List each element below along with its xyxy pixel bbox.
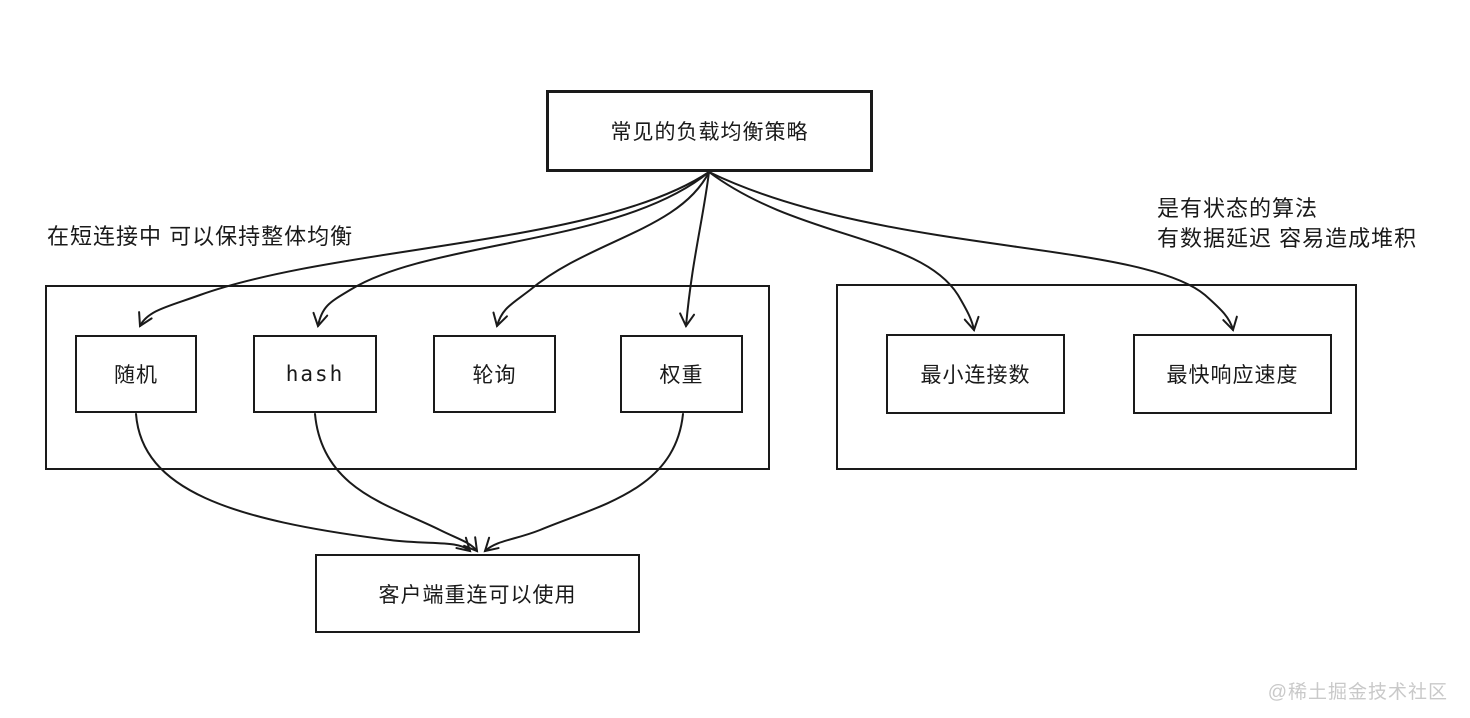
edge-hash-client [314, 413, 479, 553]
node-round-robin-label: 轮询 [472, 364, 517, 387]
note-right: 是有状态的算法 有数据延迟 容易造成堆积 [1157, 194, 1417, 254]
note-right-line2: 有数据延迟 容易造成堆积 [1157, 226, 1418, 251]
node-fastest-response: 最快响应速度 [1133, 334, 1332, 414]
node-client-reconnect: 客户端重连可以使用 [315, 554, 640, 633]
node-min-connections: 最小连接数 [886, 334, 1065, 414]
node-root: 常见的负载均衡策略 [546, 90, 873, 172]
node-weight: 权重 [620, 335, 743, 413]
note-left: 在短连接中 可以保持整体均衡 [47, 222, 353, 252]
edge-root-roundrobin [492, 171, 710, 328]
note-left-text: 在短连接中 可以保持整体均衡 [47, 224, 354, 249]
node-fastest-response-label: 最快响应速度 [1166, 364, 1299, 387]
edge-root-minconn [708, 171, 980, 332]
group-stateless-strategies [45, 285, 770, 470]
edge-root-fastest [708, 171, 1238, 332]
edge-root-hash [312, 171, 710, 328]
edge-root-random [138, 171, 710, 328]
node-hash: hash [253, 335, 377, 413]
edge-weight-client [483, 413, 684, 553]
node-random-label: 随机 [114, 364, 158, 387]
node-min-connections-label: 最小连接数 [920, 364, 1031, 387]
node-random: 随机 [75, 335, 197, 413]
group-stateful-strategies [836, 284, 1357, 470]
node-root-label: 常见的负载均衡策略 [610, 121, 809, 144]
note-right-line1: 是有状态的算法 [1157, 196, 1319, 221]
node-client-reconnect-label: 客户端重连可以使用 [378, 583, 577, 607]
watermark-text: @稀土掘金技术社区 [1267, 682, 1448, 703]
node-weight-label: 权重 [659, 364, 704, 387]
watermark: @稀土掘金技术社区 [1268, 677, 1448, 704]
node-round-robin: 轮询 [433, 335, 556, 413]
edge-root-weight [679, 171, 710, 328]
node-hash-label: hash [285, 362, 345, 386]
edge-random-client [135, 413, 472, 553]
